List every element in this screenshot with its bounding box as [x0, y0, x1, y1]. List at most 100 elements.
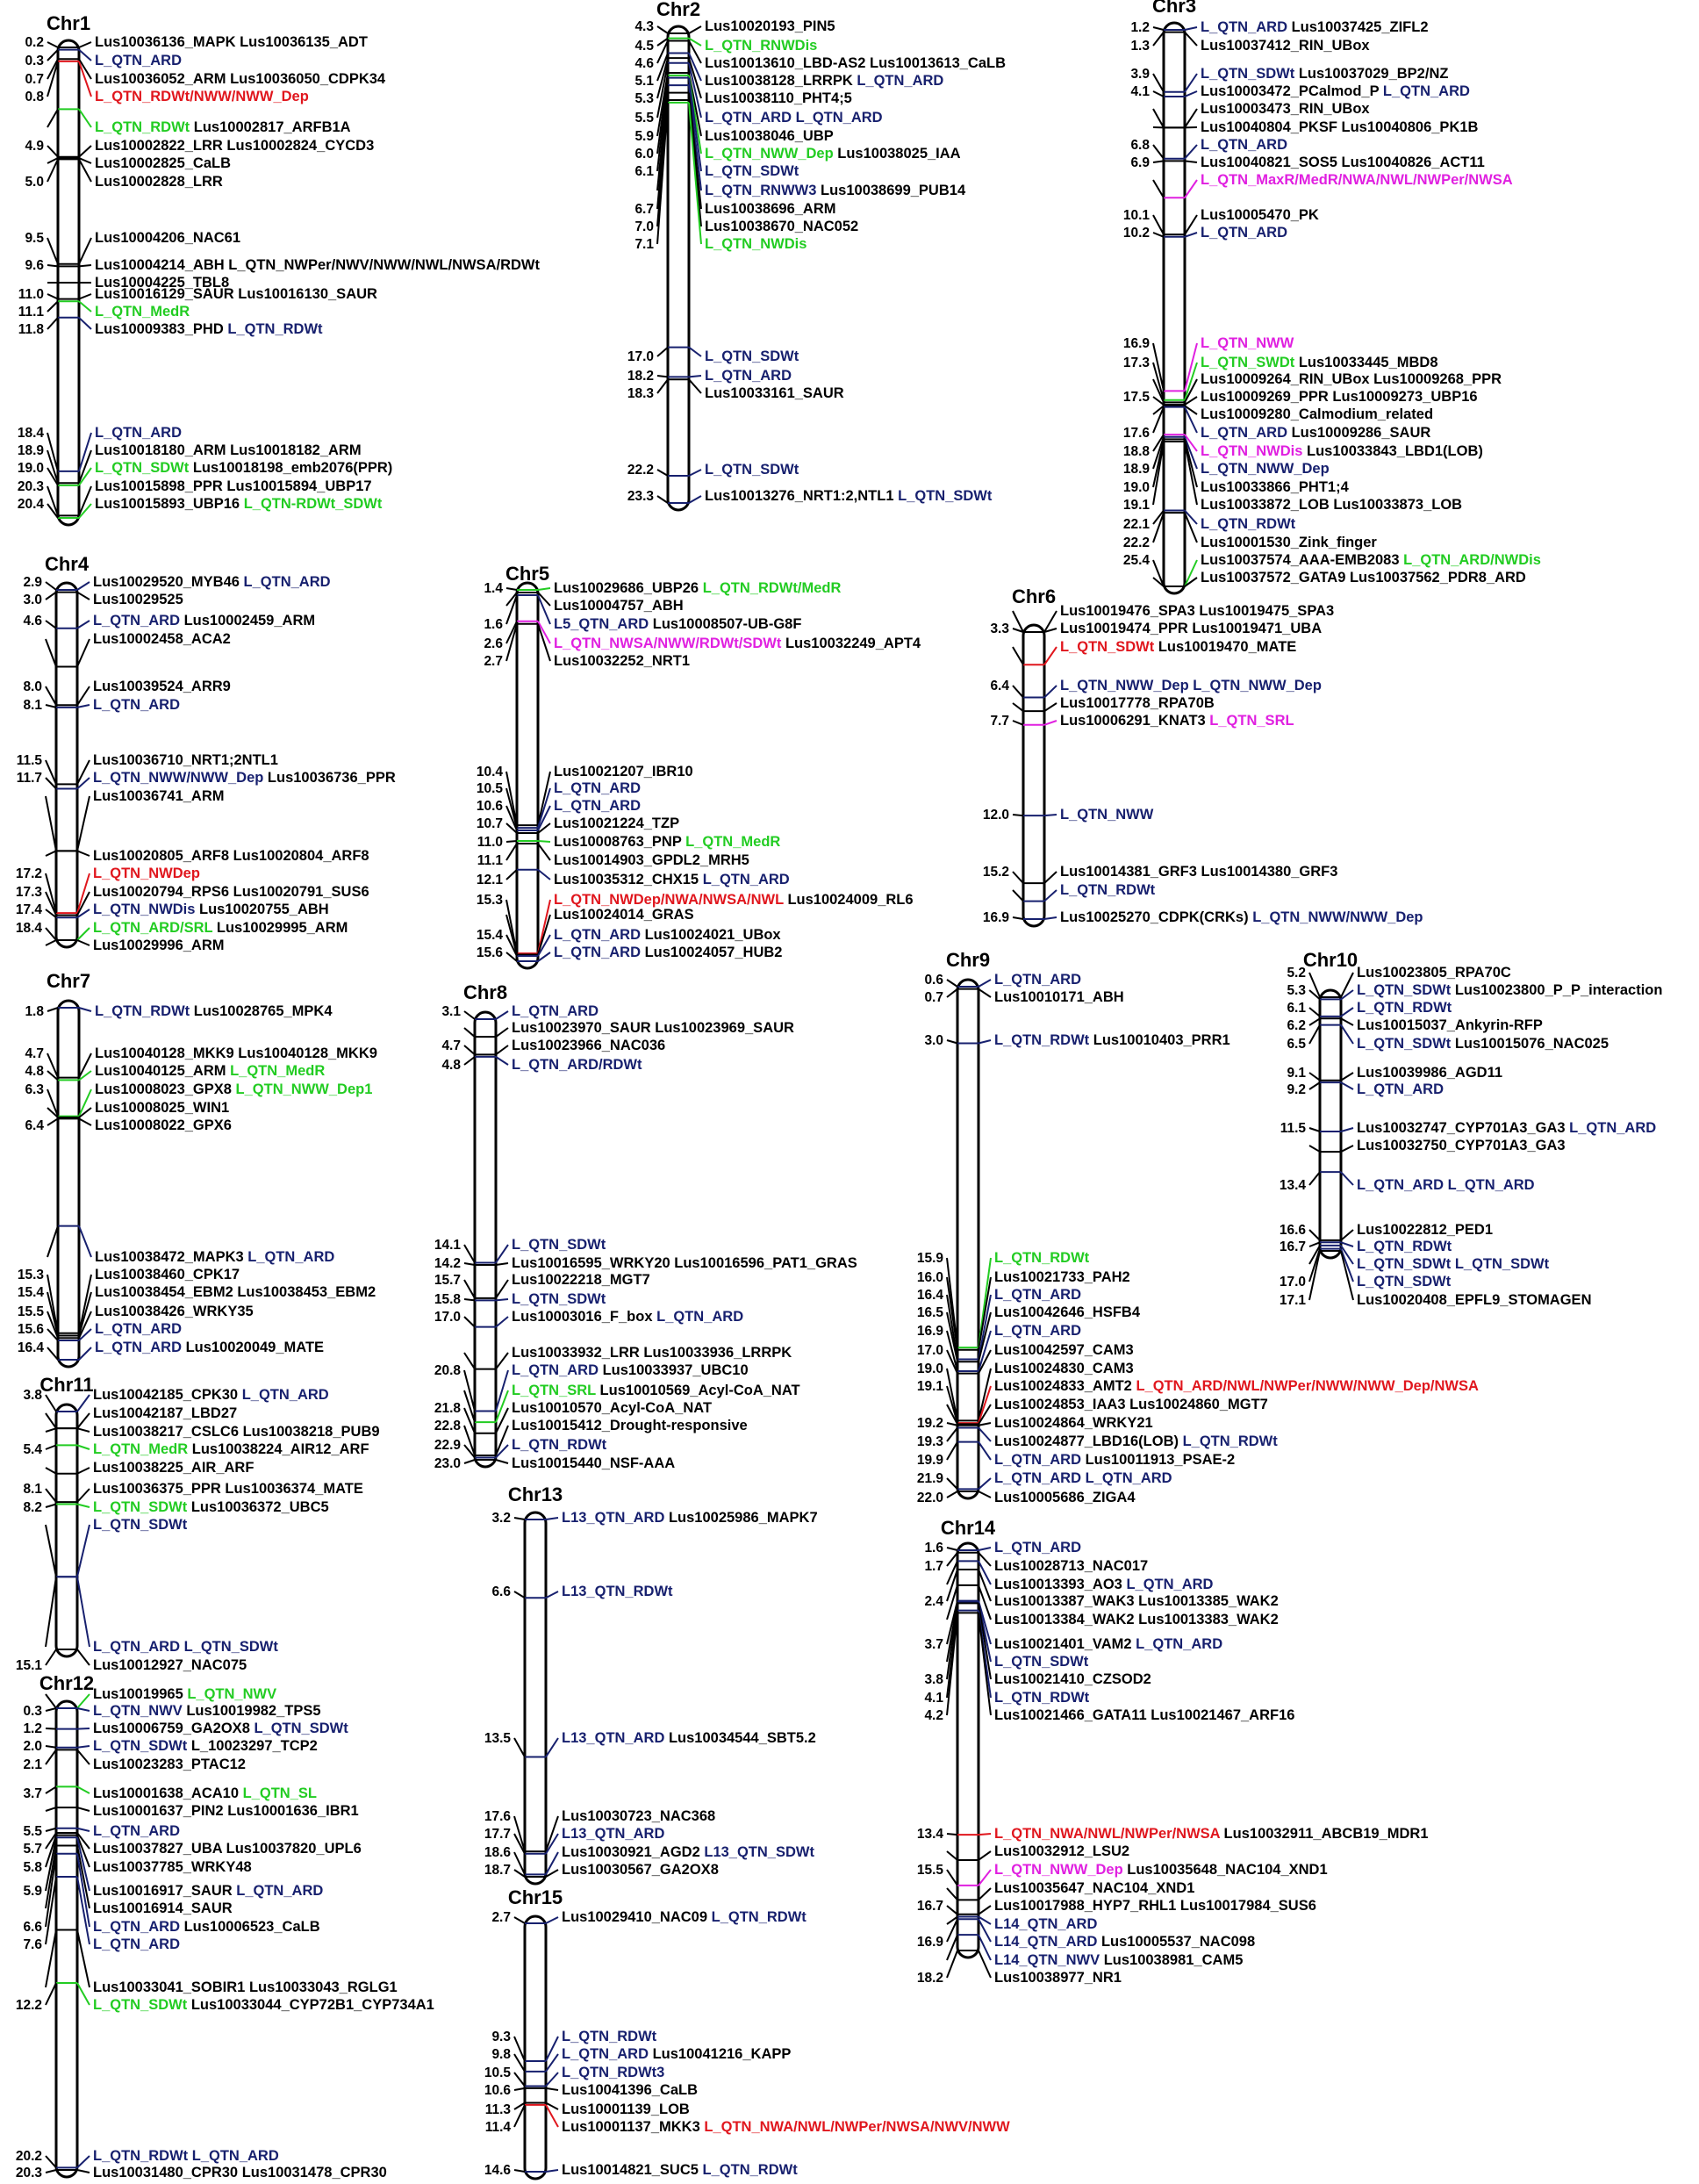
- qtn-label: L_QTN_RDWt: [703, 2162, 799, 2178]
- marker-label: L_QTN_NWW_Dep: [1201, 461, 1330, 477]
- label-connector: [1340, 1024, 1354, 1045]
- gene-label: Lus10038977_NR1: [994, 1970, 1122, 1986]
- label-connector: [978, 1311, 992, 1362]
- marker-label: L_QTN_ARD Lus10011913_PSAE-2: [994, 1452, 1235, 1468]
- position-connector: [463, 1056, 476, 1066]
- chromosome-title: Chr4: [45, 553, 90, 575]
- qtn-label: L_QTN_ARD L_QTN_SDWt: [93, 1639, 278, 1655]
- position-label: 5.1: [634, 74, 654, 89]
- label-connector: [978, 988, 992, 998]
- label-connector: [688, 62, 702, 119]
- label-connector: [76, 1853, 90, 1928]
- marker-label: Lus10032747_CYP701A3_GA3 L_QTN_ARD: [1357, 1120, 1656, 1136]
- gene-label: Lus10042597_CAM3: [994, 1342, 1134, 1358]
- qtn-label: L_QTN_ARD: [1136, 1636, 1222, 1652]
- qtn-label: L_QTN_NWDis: [1201, 443, 1302, 459]
- gene-label: Lus10013610_LBD-AS2 Lus10013613_CaLB: [705, 55, 1006, 71]
- position-label: 15.3: [477, 893, 504, 908]
- gene-label: Lus10001137_MKK3: [562, 2119, 704, 2135]
- marker-label: Lus10021224_TZP: [554, 815, 679, 831]
- marker: 22.1 L_QTN_RDWt: [1123, 509, 1296, 532]
- label-connector: [978, 1477, 992, 1491]
- position-label: 6.8: [1130, 138, 1150, 153]
- marker: Lus10038225_AIR_ARF: [45, 1460, 254, 1476]
- marker-label: Lus10016917_SAUR L_QTN_ARD: [93, 1883, 323, 1899]
- position-label: 7.6: [23, 1937, 42, 1952]
- position-label: 18.7: [484, 1863, 511, 1878]
- position-label: 18.8: [1123, 444, 1151, 459]
- marker-label: Lus10038454_EBM2 Lus10038453_EBM2: [95, 1284, 376, 1300]
- qtn-label: L14_QTN_NWV: [994, 1952, 1100, 1968]
- position-label: 22.9: [434, 1438, 462, 1453]
- chromosome-bar: [956, 1541, 980, 1959]
- qtn-label: L_QTN_NWW/NWW_Dep: [93, 770, 263, 786]
- label-connector: [1043, 871, 1057, 884]
- gene-label: Lus10005537_NAC098: [1097, 1934, 1255, 1950]
- position-label: 11.5: [1280, 1121, 1307, 1136]
- qtn-label: L_QTN_NWDep/NWA/NWSA/NWL: [554, 892, 784, 908]
- marker-label: Lus10039524_ARR9: [93, 679, 231, 694]
- label-connector: [78, 1007, 92, 1012]
- marker-label: L14_QTN_ARD: [994, 1916, 1097, 1932]
- qtn-label: L_QTN_ARD: [93, 1919, 180, 1935]
- qtn-label: L_QTN_NWW_Dep1: [236, 1081, 373, 1097]
- gene-label: Lus10038025_IAA: [834, 146, 961, 162]
- position-label: 17.4: [16, 902, 43, 917]
- marker-label: Lus10017778_RPA70B: [1060, 695, 1215, 711]
- label-connector: [1184, 396, 1198, 406]
- marker: Lus10035647_NAC104_XND1: [946, 1880, 1194, 1901]
- chromosome-bar: [666, 25, 691, 512]
- gene-label: Lus10037412_RIN_UBox: [1201, 38, 1370, 54]
- gene-label: Lus10033445_MBD8: [1294, 355, 1437, 370]
- gene-label: Lus10001139_LOB: [562, 2101, 690, 2117]
- qtn-label: L_QTN_NWW/NWW_Dep: [1252, 909, 1423, 925]
- marker-label: Lus10003472_PCalmod_P L_QTN_ARD: [1201, 83, 1470, 99]
- label-connector: [76, 850, 90, 857]
- marker-label: L_QTN_RDWt: [994, 1250, 1090, 1266]
- gene-label: Lus10038981_CAM5: [1100, 1952, 1243, 1968]
- position-connector: [45, 704, 57, 708]
- marker: Lus10009280_Calmodium_related: [1152, 405, 1433, 422]
- gene-label: Lus10020805_ARF8 Lus10020804_ARF8: [93, 848, 369, 864]
- qtn-label: L_QTN_SDWt: [705, 462, 799, 478]
- label-connector: [76, 873, 90, 914]
- marker-label: Lus10040821_SOS5 Lus10040826_ACT11: [1201, 154, 1485, 170]
- marker-label: L_QTN_RDWt: [1201, 516, 1296, 532]
- position-connector: [1152, 90, 1165, 97]
- position-label: 20.8: [434, 1363, 462, 1378]
- gene-label: Lus10010171_ABH: [994, 989, 1124, 1005]
- position-connector: [1152, 436, 1165, 470]
- position-connector: [1152, 108, 1165, 128]
- marker-label: Lus10015440_NSF-AAA: [512, 1455, 675, 1471]
- gene-label: Lus10013276_NRT1:2,NTL1: [705, 488, 898, 504]
- label-connector: [978, 1569, 992, 1602]
- position-label: 14.1: [434, 1238, 462, 1253]
- position-label: 25.4: [1123, 553, 1151, 568]
- gene-label: Lus10041396_CaLB: [562, 2082, 698, 2098]
- position-connector: [45, 1503, 57, 1508]
- position-label: 1.8: [25, 1004, 44, 1019]
- gene-label: Lus10029996_ARM: [93, 938, 225, 953]
- gene-label: Lus10020755_ABH: [195, 902, 328, 917]
- label-connector: [545, 2072, 559, 2087]
- position-connector: [1308, 1081, 1321, 1090]
- position-connector: [946, 1950, 958, 1979]
- gene-label: Lus10020049_MATE: [182, 1340, 324, 1355]
- qtn-label: L_QTN_SDWt: [1357, 1036, 1452, 1052]
- position-label: 22.1: [1123, 517, 1151, 532]
- marker-label: L13_QTN_RDWt: [562, 1584, 673, 1599]
- marker-label: Lus10024833_AMT2 L_QTN_ARD/NWL/NWPer/NWW…: [994, 1378, 1479, 1394]
